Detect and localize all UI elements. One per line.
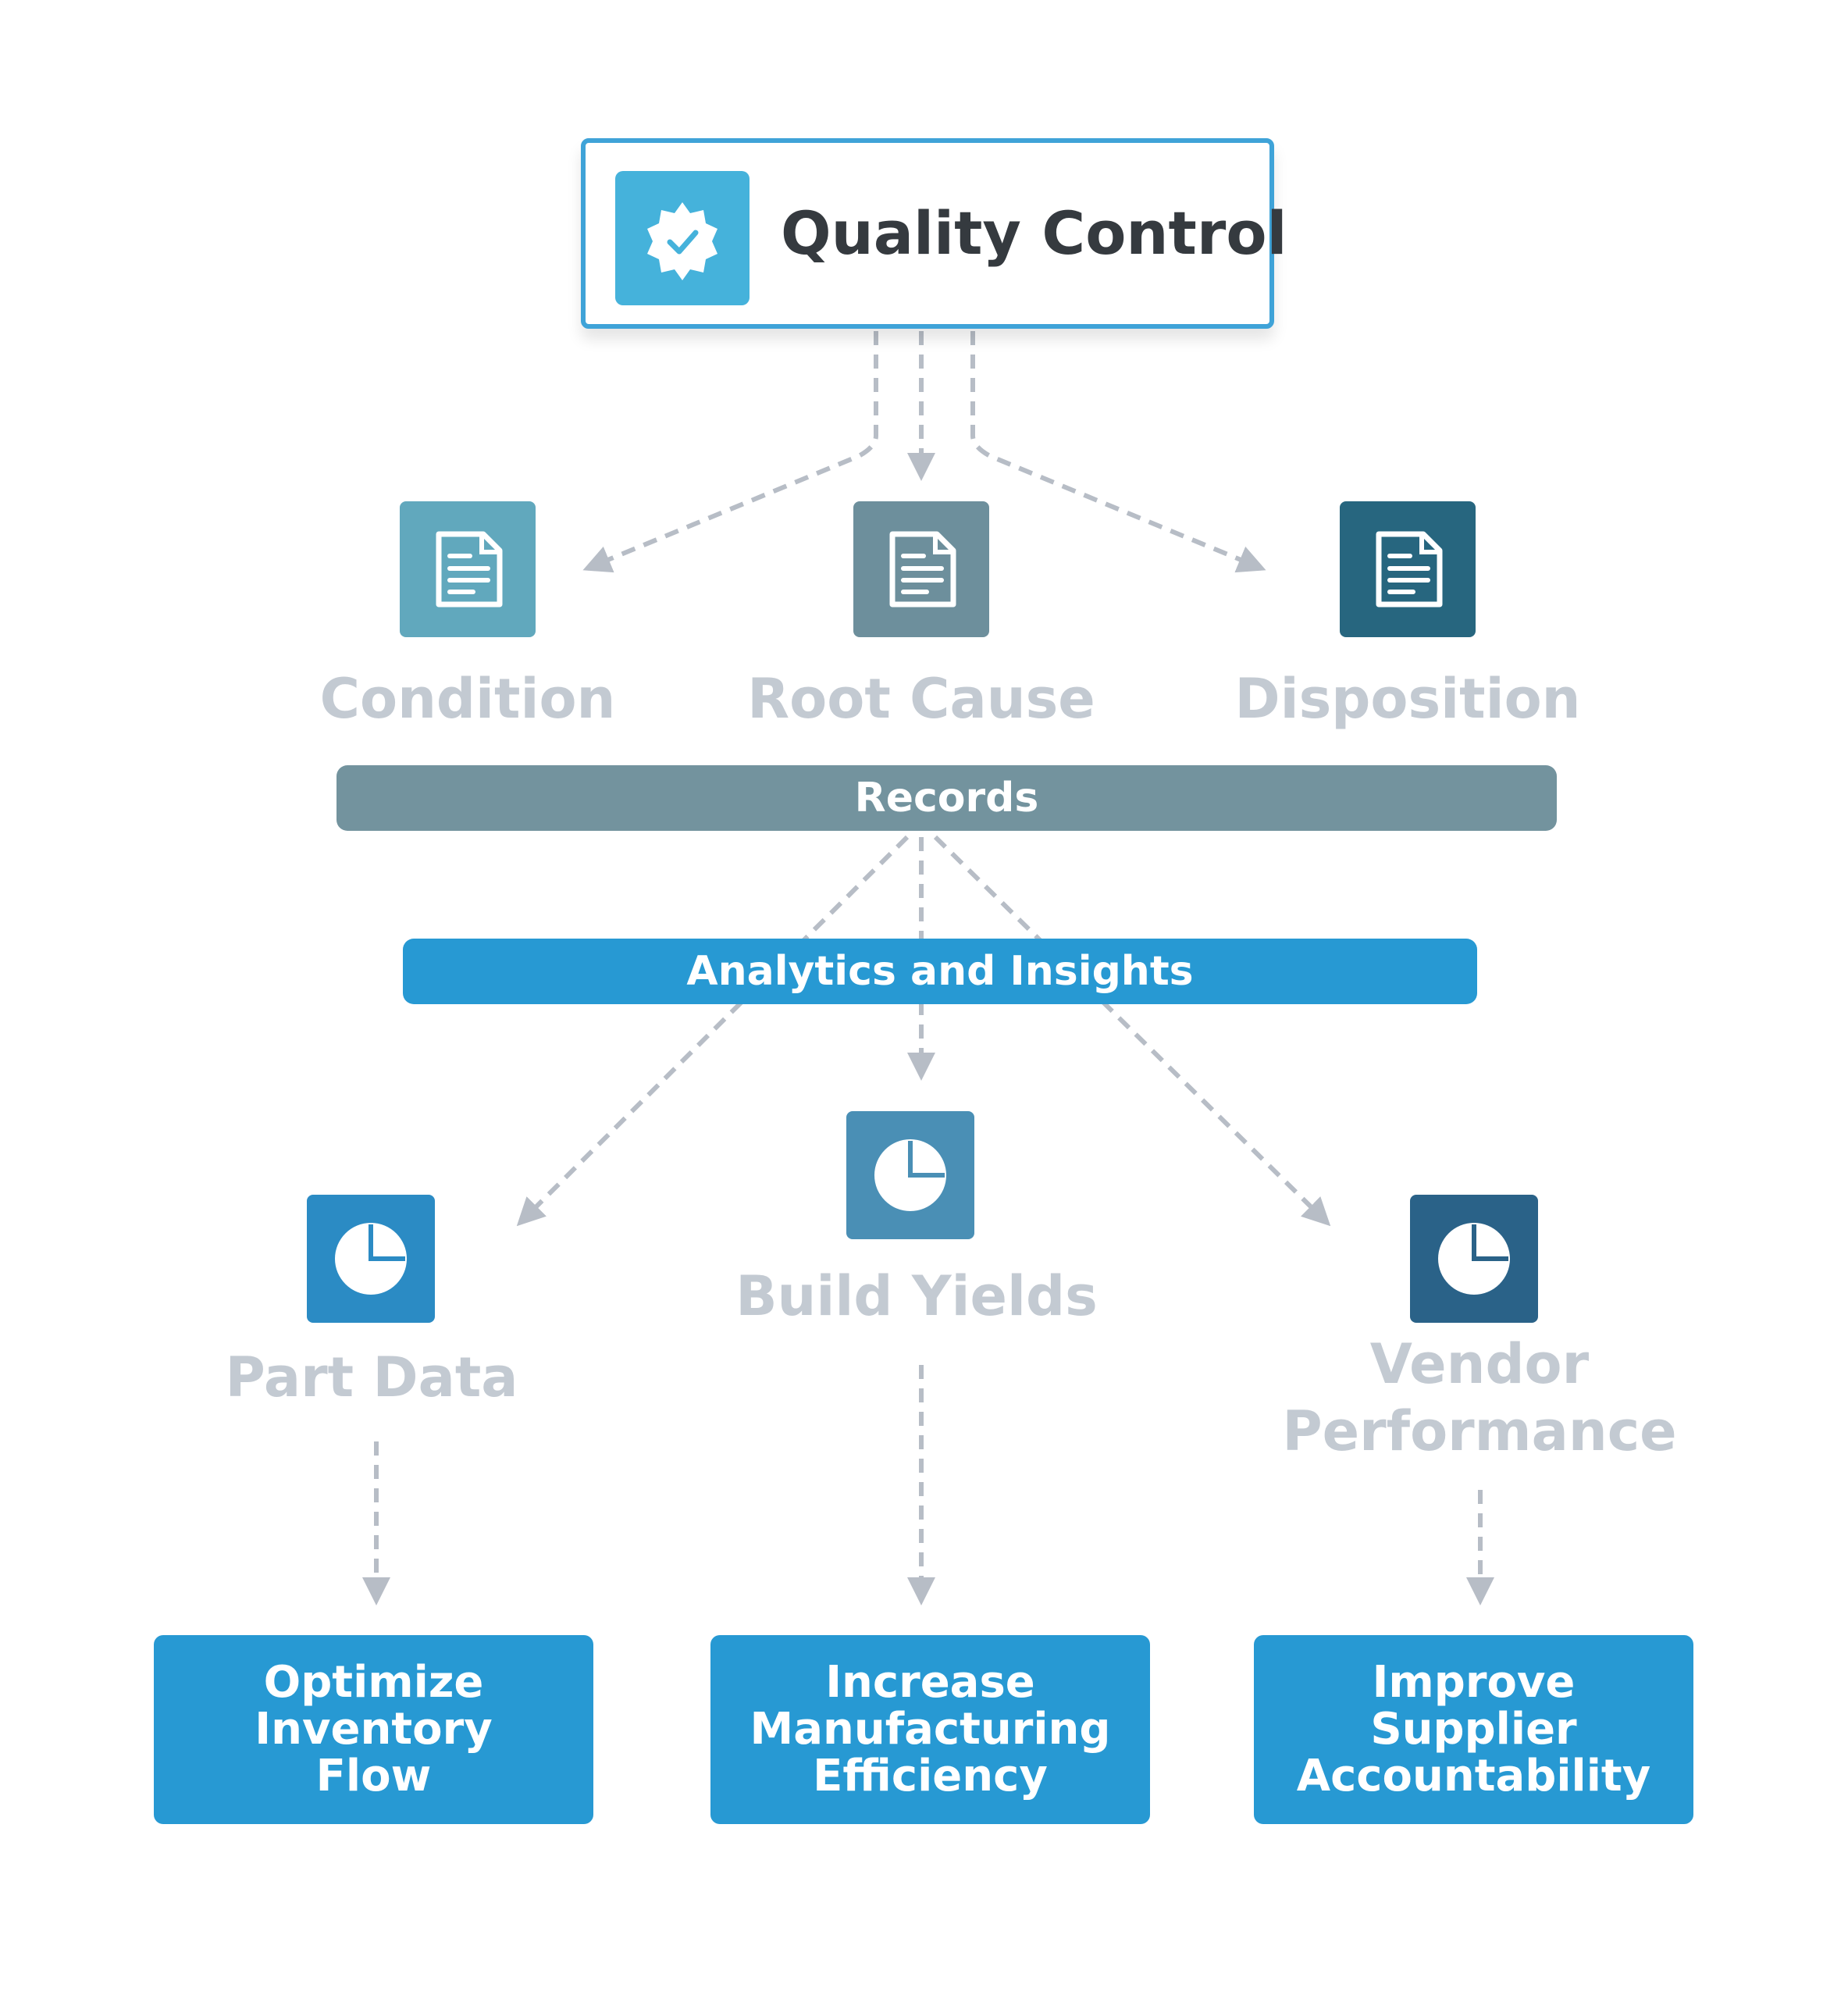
part-data-pie-chart-icon [307,1195,435,1323]
quality-control-title: Quality Control [781,198,1287,268]
outcome-optimize-inventory-flow: Optimize Inventory Flow [154,1635,593,1824]
disposition-document-icon [1340,501,1476,637]
vendor-performance-label-line-2: Performance [1282,1399,1677,1463]
outcome-improve-supplier-accountability: Improve Supplier Accountability [1254,1635,1693,1824]
outcome-2-line-3: Efficiency [813,1751,1048,1801]
vendor-performance-label-line-1: Vendor [1369,1332,1590,1396]
outcome-3-line-1: Improve Supplier [1370,1657,1577,1755]
connector-records-to-vendor [933,835,1331,1227]
outcome-1-line-1: Optimize Inventory [255,1657,493,1755]
quality-control-node: Quality Control [581,138,1287,329]
outcome-2-line-2: Manufacturing [750,1704,1111,1755]
root-cause-label: Root Cause [747,667,1095,731]
build-yields-label: Build Yields [735,1264,1098,1328]
condition-label: Condition [319,667,616,731]
connector-qc-to-disposition [970,331,1266,573]
connector-qc-to-condition [582,331,878,573]
vendor-performance-label: Vendor Performance [1273,1331,1686,1465]
root-cause-document-icon [853,501,989,637]
connector-records-to-part-data [516,835,910,1227]
outcome-increase-manufacturing-efficiency: Increase Manufacturing Efficiency [710,1635,1150,1824]
analytics-and-insights-bar: Analytics and Insights [403,939,1477,1004]
vendor-performance-pie-chart-icon [1410,1195,1538,1323]
disposition-label: Disposition [1234,667,1581,731]
outcome-3-line-2: Accountability [1296,1751,1651,1801]
build-yields-pie-chart-icon [846,1111,974,1239]
verified-badge-icon [615,171,750,305]
part-data-label: Part Data [225,1345,518,1409]
records-bar: Records [336,765,1557,831]
condition-document-icon [400,501,536,637]
outcome-2-line-1: Increase [825,1657,1035,1708]
outcome-1-line-2: Flow [315,1751,432,1801]
